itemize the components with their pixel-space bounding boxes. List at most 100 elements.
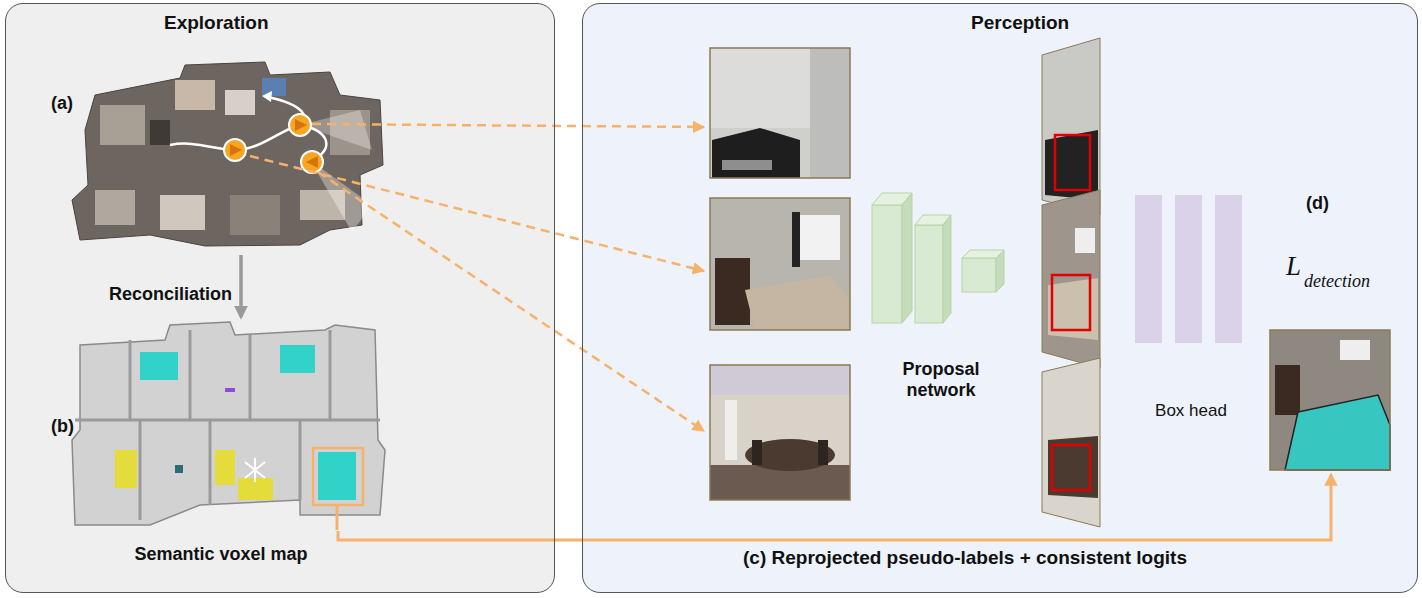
panel-ground	[5, 3, 1418, 593]
input-frame	[745, 439, 835, 471]
voxel-map	[245, 458, 265, 482]
input-frame	[745, 275, 850, 330]
input-frame	[710, 48, 850, 178]
part-caption: Semantic voxel map	[134, 544, 307, 565]
module-name: Box head	[1155, 401, 1227, 421]
input-frame	[712, 128, 800, 178]
voxel-map	[318, 452, 356, 500]
input-frame	[752, 440, 762, 465]
edge-label: (c) Reprojected pseudo-labels + consiste…	[743, 547, 1187, 569]
voxel-map	[72, 322, 385, 525]
house-render	[224, 139, 246, 161]
proposal-crops	[1075, 228, 1095, 253]
voxel-map	[175, 465, 183, 473]
output-frame	[1285, 395, 1390, 470]
house-render	[72, 62, 383, 246]
house-render	[225, 90, 255, 115]
dashed-projection	[250, 124, 704, 431]
panel-ground	[582, 3, 1418, 593]
voxel-map	[215, 450, 235, 485]
proposal-network-box: Proposal network	[869, 186, 1014, 326]
input-frame	[710, 365, 850, 395]
input-frame	[722, 160, 772, 170]
proposal-network	[915, 225, 943, 323]
input-frame	[710, 198, 850, 330]
dashed-projection	[318, 172, 704, 431]
panel-title: Perception	[971, 12, 1069, 34]
proposal-crops	[1042, 358, 1100, 527]
house-render	[160, 195, 205, 230]
proposal-crops	[1048, 436, 1098, 498]
panel-ground	[5, 3, 555, 593]
input-frame	[800, 215, 840, 260]
input-frame	[818, 440, 828, 465]
box-head-layers	[1215, 195, 1242, 343]
voxel-map	[225, 388, 235, 392]
output-frame	[1270, 330, 1390, 470]
output-frame	[1270, 330, 1390, 470]
house-render	[262, 91, 272, 102]
panel-title: Exploration	[164, 12, 269, 34]
input-frame	[710, 365, 850, 500]
voxel-map	[72, 322, 385, 530]
voxel-map	[115, 450, 137, 488]
voxel-map	[75, 330, 380, 520]
house-map: (a)	[71, 59, 386, 249]
exploration-panel: (a)(b)Semantic voxel mapExploration	[5, 3, 555, 593]
house-render	[262, 78, 286, 96]
house-render	[95, 190, 135, 225]
dashed-projection	[312, 124, 704, 127]
proposal-crops	[1052, 445, 1090, 490]
perception-panel: Proposal networkBox head(d)LdetectionPer…	[582, 3, 1418, 593]
house-render	[230, 144, 242, 156]
connector	[338, 475, 1331, 540]
house-render	[150, 120, 170, 145]
edge-label: Reconciliation	[109, 284, 232, 305]
voxel-map	[313, 448, 363, 505]
part-tag: (a)	[51, 93, 73, 114]
input-frame	[715, 258, 750, 325]
box-head-layers	[1135, 195, 1242, 343]
loss-symbol: L	[1286, 251, 1301, 282]
input-frame	[725, 400, 737, 460]
proposal-network	[996, 250, 1004, 292]
house-render	[295, 119, 307, 131]
house-render	[230, 195, 280, 235]
box-head-layers	[1175, 195, 1202, 343]
voxel-map	[336, 505, 339, 530]
proposal-crops	[1042, 190, 1100, 368]
box-head-box: Box head	[1131, 191, 1251, 346]
voxel-map-box: (b)Semantic voxel map	[71, 323, 386, 531]
voxel-map	[140, 352, 178, 380]
house-render	[100, 105, 145, 145]
proposal-network	[872, 205, 902, 323]
output-frame	[1275, 365, 1300, 415]
house-render	[306, 156, 318, 168]
input-frame	[792, 212, 800, 267]
voxel-map	[280, 345, 315, 373]
house-render	[175, 80, 215, 110]
output-frame	[1270, 330, 1390, 470]
proposal-network	[943, 215, 951, 323]
module-name: Proposal network	[881, 359, 1001, 400]
house-render	[289, 114, 311, 136]
house-render	[301, 151, 323, 173]
proposal-crops	[1042, 38, 1100, 215]
input-frame	[710, 198, 850, 330]
input-frame	[710, 365, 850, 500]
proposal-network	[962, 258, 996, 292]
part-tag: (b)	[51, 416, 74, 437]
proposal-crops	[1052, 275, 1090, 330]
proposal-crops	[1055, 135, 1090, 190]
input-frame	[710, 48, 850, 500]
box-head-layers	[1135, 195, 1162, 343]
output-frame	[1340, 340, 1370, 360]
output-frame-box: (d)Ldetection	[1271, 331, 1391, 471]
proposal-crops	[1045, 130, 1098, 200]
input-frame	[810, 48, 850, 178]
connector	[239, 255, 243, 317]
proposal-network	[872, 193, 1004, 323]
proposal-network	[902, 193, 912, 323]
part-tag: (d)	[1306, 193, 1329, 214]
